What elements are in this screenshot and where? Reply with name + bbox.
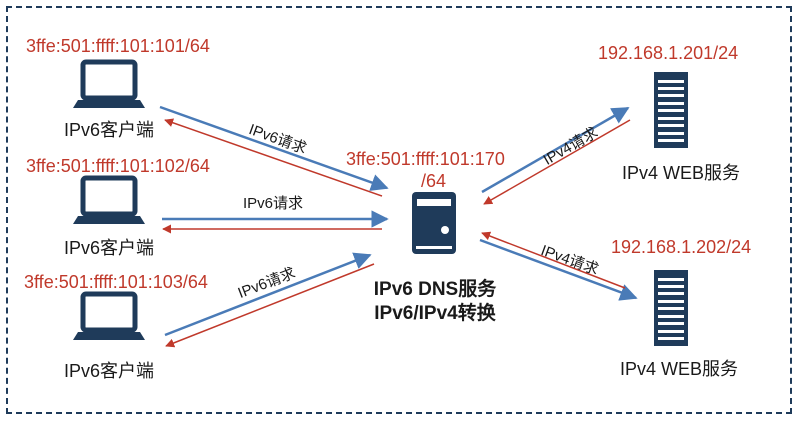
diagram-frame (6, 6, 792, 414)
dns-server-icon (412, 192, 456, 254)
client1-address: 3ffe:501:ffff:101:101/64 (26, 36, 210, 56)
web1-response-arrow (483, 119, 631, 205)
web1-request-arrow (481, 106, 630, 194)
dns-server-title: IPv6 DNS服务 (373, 279, 497, 300)
dns-server-subtitle: IPv6/IPv4转换 (374, 303, 496, 324)
client3-address: 3ffe:501:ffff:101:103/64 (24, 272, 208, 292)
client3-response-arrow (165, 263, 375, 348)
dns-server-address: 3ffe:501:ffff:101:170 (346, 149, 505, 169)
web2-label: IPv4 WEB服务 (620, 359, 739, 379)
web1-label: IPv4 WEB服务 (622, 163, 741, 183)
web2-request-arrow (479, 238, 638, 301)
web-server-icon-2 (654, 270, 688, 346)
laptop-icon-2 (73, 175, 145, 224)
client2-label: IPv6客户端 (64, 238, 155, 258)
client1-response-arrow (164, 118, 383, 197)
laptop-icon-1 (73, 59, 145, 108)
client2-address: 3ffe:501:ffff:101:102/64 (26, 156, 210, 176)
laptop-icon-3 (73, 291, 145, 340)
web-server-icon-1 (654, 72, 688, 148)
client1-label: IPv6客户端 (64, 120, 155, 140)
client2-request-label: IPv6请求 (243, 195, 304, 212)
dns-server-address-prefix: /64 (421, 171, 447, 191)
client3-label: IPv6客户端 (64, 361, 155, 381)
web2-response-arrow (481, 231, 626, 289)
client3-request-arrow (164, 252, 372, 337)
web1-address: 192.168.1.201/24 (598, 43, 739, 63)
web2-address: 192.168.1.202/24 (611, 237, 752, 257)
client1-request-arrow (159, 105, 389, 191)
